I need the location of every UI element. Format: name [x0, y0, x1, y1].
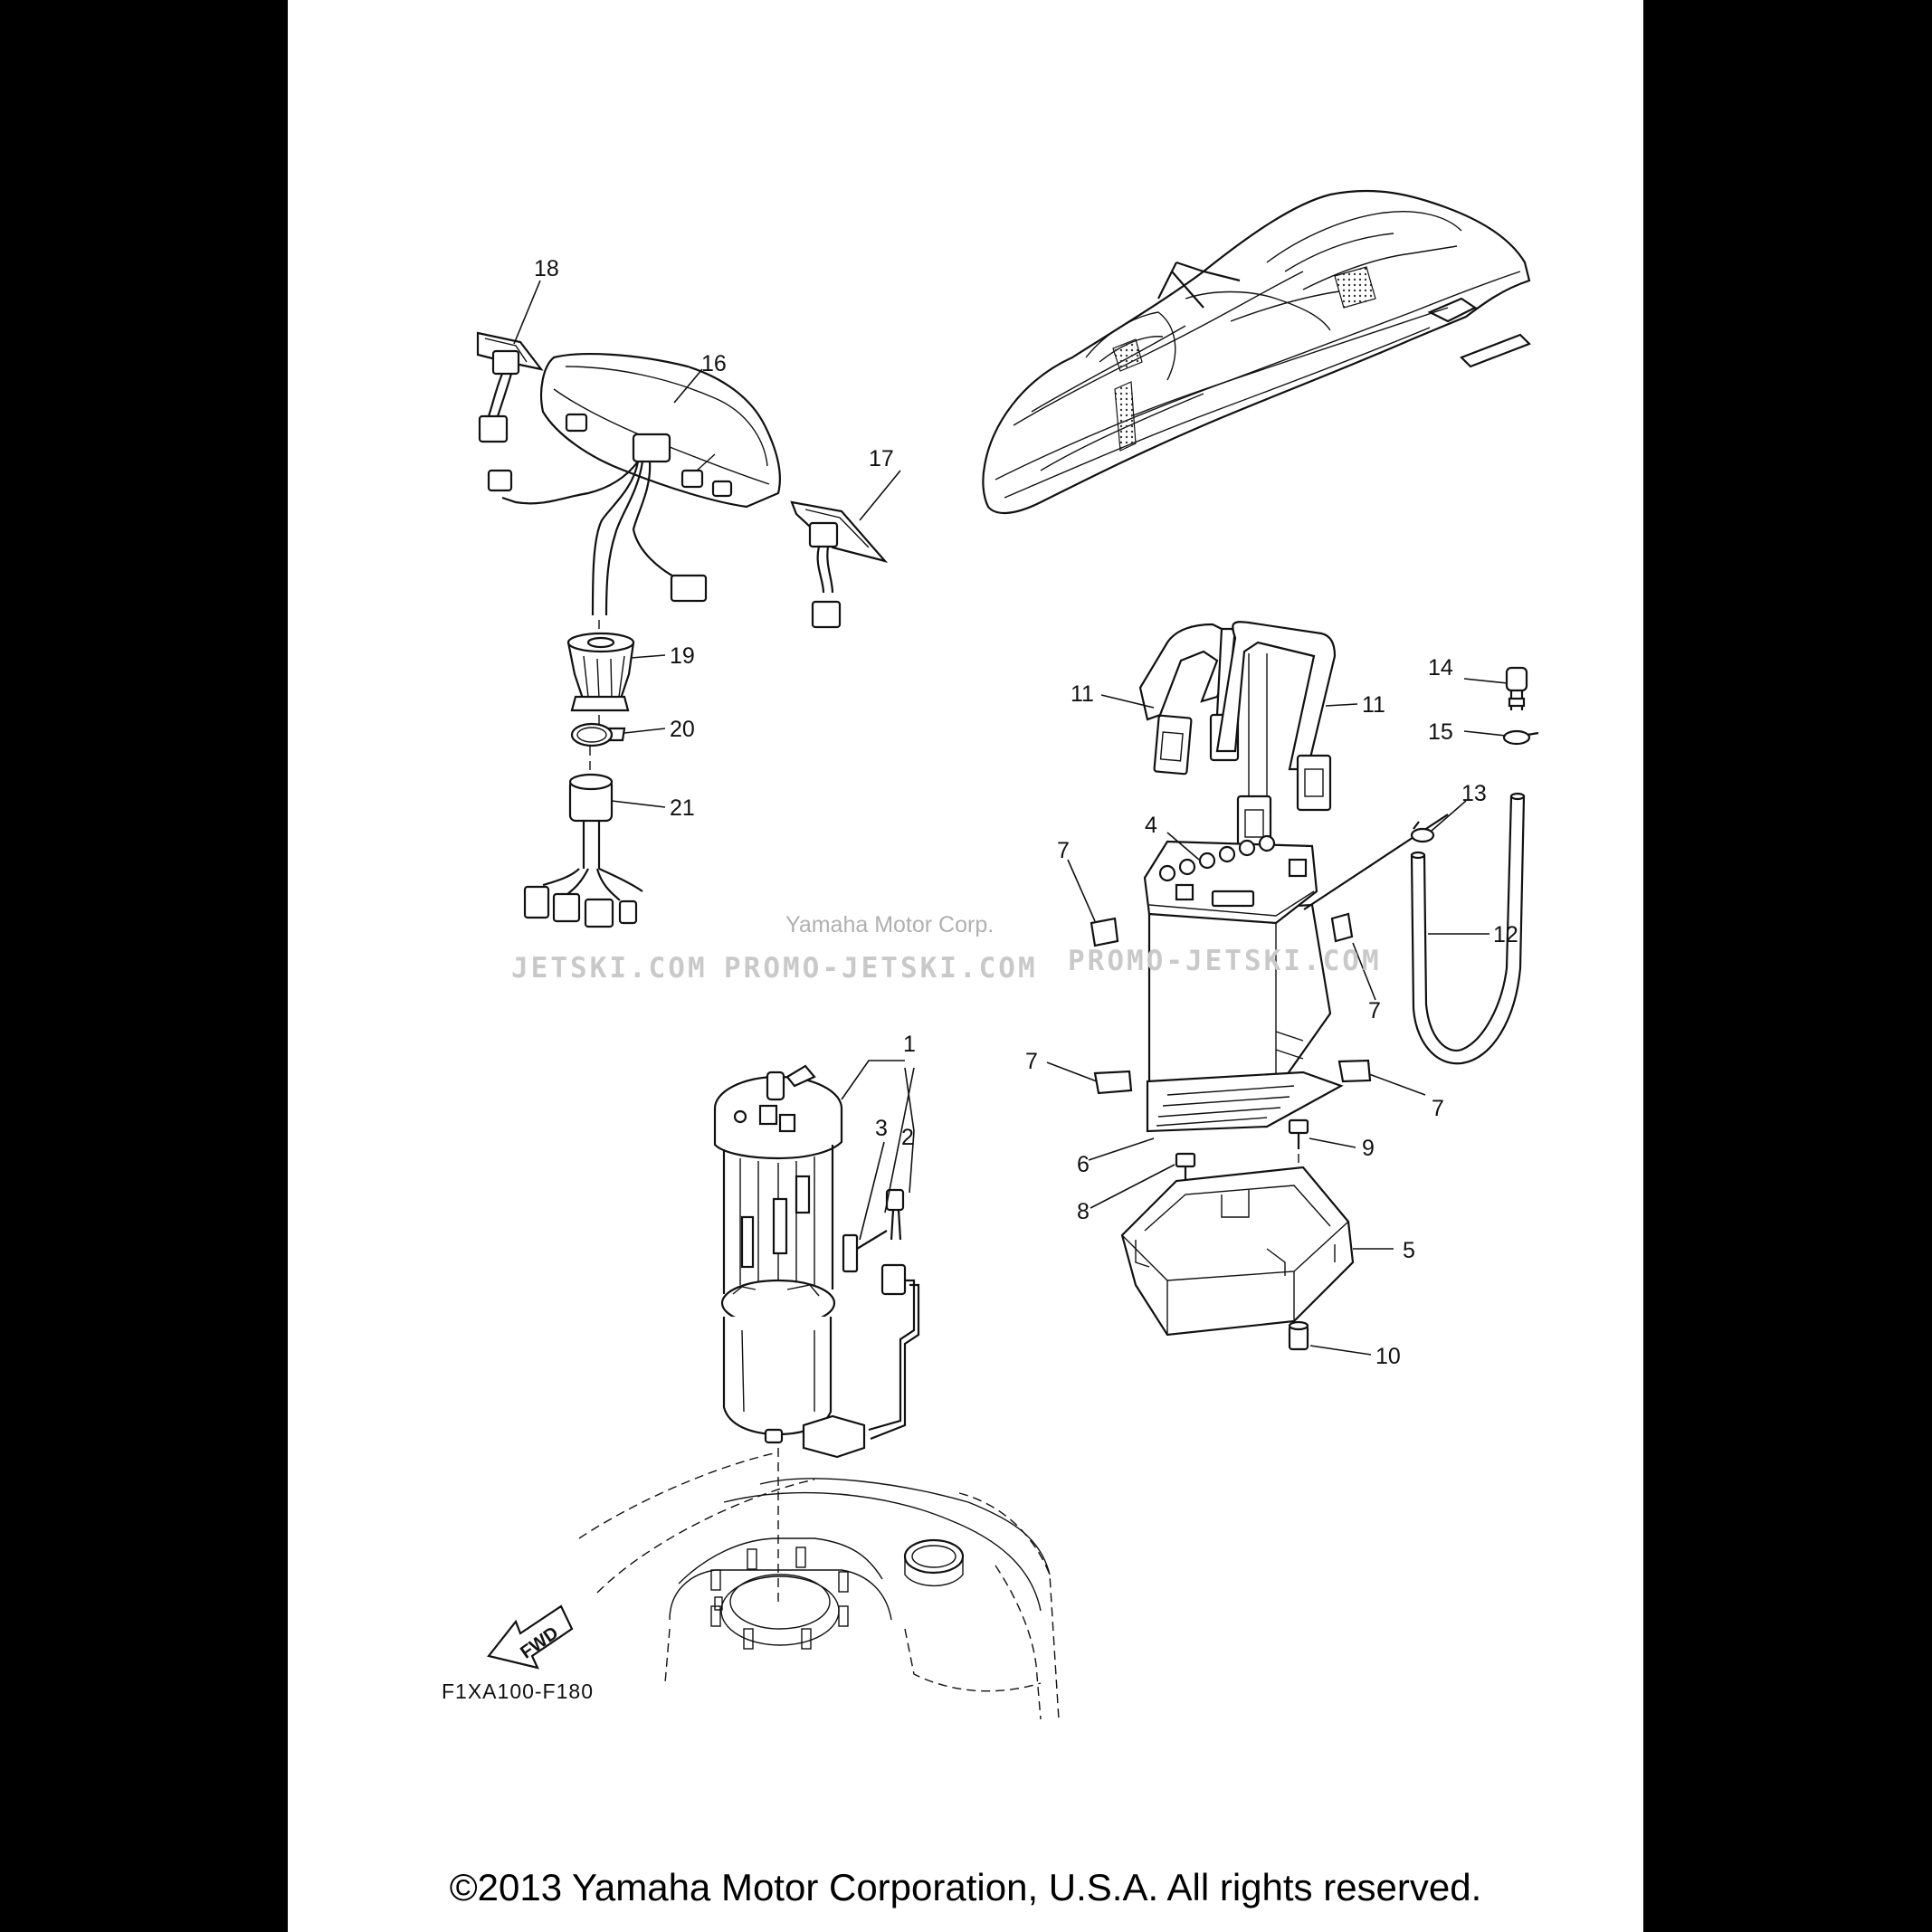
callout-6: 6 — [1077, 1152, 1090, 1177]
callout-7d: 7 — [1432, 1096, 1444, 1121]
callout-11a: 11 — [1071, 681, 1094, 707]
harness-grommet-parts — [523, 632, 643, 928]
battery — [1143, 834, 1332, 1092]
switch-right — [790, 500, 889, 629]
battery-pads — [1090, 912, 1372, 1095]
callout-13: 13 — [1461, 781, 1487, 806]
callout-20: 20 — [670, 717, 695, 742]
callout-16: 16 — [701, 351, 727, 376]
watermark-4: PROMO-JETSKI.COM — [1068, 945, 1382, 977]
copyright-notice: ©2013 Yamaha Motor Corporation, U.S.A. A… — [449, 1866, 1482, 1908]
callout-5: 5 — [1403, 1238, 1415, 1263]
battery-box — [1120, 1166, 1355, 1337]
battery-caps — [1158, 834, 1308, 908]
callout-7c: 7 — [1025, 1049, 1038, 1074]
battery-straps — [1138, 621, 1337, 852]
fwd-arrow-icon: FWD — [487, 1604, 574, 1670]
callout-18: 18 — [534, 256, 559, 281]
watermark-1: JETSKI.COM — [511, 952, 708, 985]
fuel-tank — [578, 1451, 1060, 1720]
callout-labels: 18 16 17 19 20 21 11 11 14 15 13 12 4 7 … — [534, 256, 1518, 1369]
callout-3: 3 — [875, 1116, 888, 1141]
switch-left — [476, 331, 544, 443]
callout-10: 10 — [1375, 1344, 1401, 1369]
callout-14: 14 — [1428, 655, 1453, 680]
watermarks: JETSKI.COM PROMO-JETSKI.COM Yamaha Motor… — [511, 912, 1382, 985]
vent-hose-assembly — [1303, 666, 1539, 1065]
tank-studs — [710, 1547, 849, 1650]
callout-21: 21 — [670, 795, 695, 821]
callout-7a: 7 — [1057, 838, 1070, 863]
fuel-pump-assembly — [713, 1064, 920, 1602]
leader-lines — [513, 280, 1508, 1356]
meter-assembly — [487, 353, 781, 656]
callout-1: 1 — [903, 1032, 916, 1057]
watermark-3: Yamaha Motor Corp. — [785, 912, 994, 937]
callout-8: 8 — [1077, 1199, 1090, 1224]
battery-tray-plate — [1146, 1071, 1344, 1133]
callout-17: 17 — [869, 446, 894, 471]
callout-9: 9 — [1362, 1136, 1375, 1161]
callout-4: 4 — [1145, 813, 1157, 838]
battery-spacer — [1288, 1320, 1309, 1351]
pressure-regulator — [842, 1233, 859, 1273]
callout-15: 15 — [1428, 719, 1453, 745]
callout-2: 2 — [901, 1125, 914, 1150]
watermark-2: PROMO-JETSKI.COM — [724, 952, 1038, 985]
drawing-code: F1XA100-F180 — [442, 1680, 594, 1703]
callout-7b: 7 — [1368, 998, 1381, 1023]
callout-12: 12 — [1493, 922, 1518, 947]
callout-11b: 11 — [1362, 692, 1385, 718]
callout-19: 19 — [670, 643, 695, 669]
watercraft-illustration — [982, 189, 1531, 515]
